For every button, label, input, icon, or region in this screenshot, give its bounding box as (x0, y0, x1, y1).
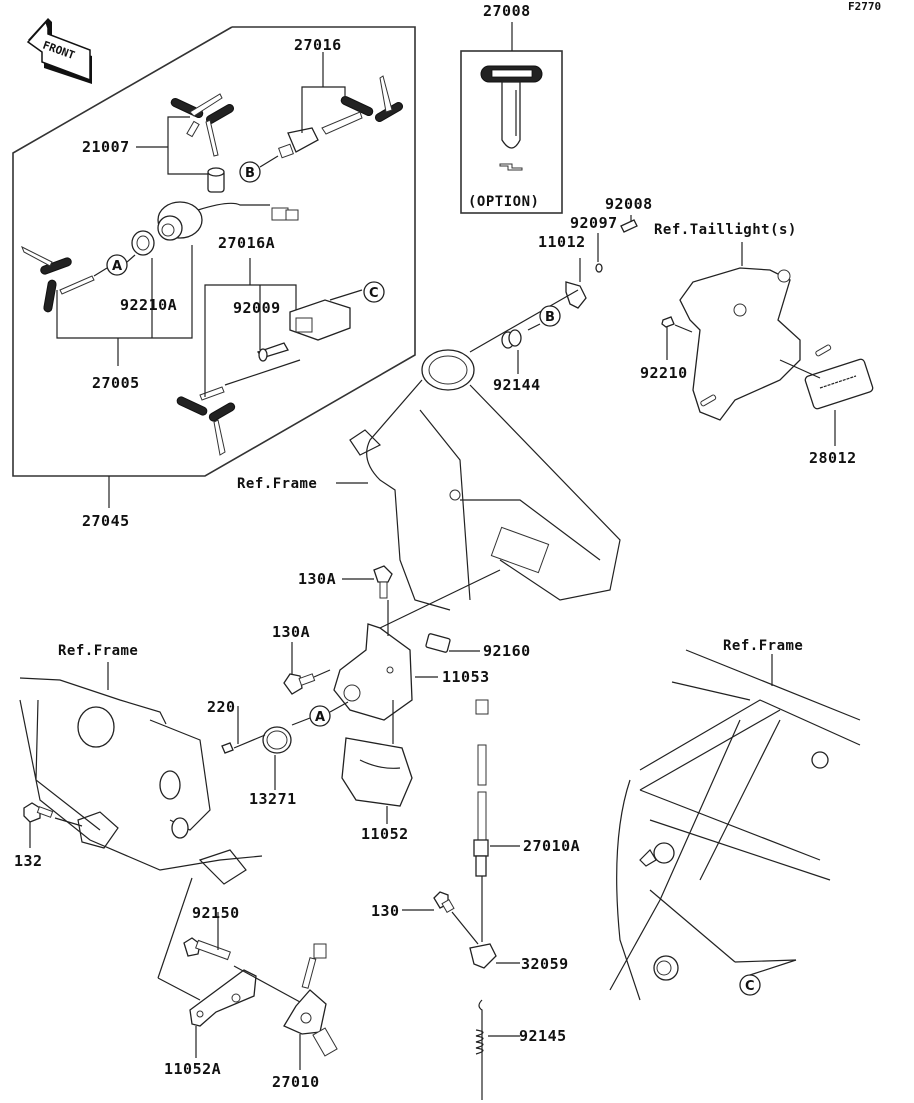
part-label-32059: 32059 (521, 955, 569, 973)
figure-code: F2770 (848, 0, 881, 13)
ref-taillights-label: Ref.Taillight(s) (654, 222, 797, 238)
option-key-27008 (480, 65, 543, 171)
svg-text:C: C (745, 979, 755, 994)
nut-92210A (131, 230, 155, 256)
part-label-21007: 21007 (82, 138, 130, 156)
bracket-11053 (333, 623, 413, 721)
part-label-92210A: 92210A (120, 296, 177, 314)
gasket-13271 (262, 726, 292, 754)
part-label-11012: 11012 (538, 233, 586, 251)
part-label-27045: 27045 (82, 512, 130, 530)
key-pair-21007 (170, 93, 235, 157)
frame-head-center (349, 349, 621, 629)
part-label-28012: 28012 (809, 449, 857, 467)
part-label-11052A: 11052A (164, 1060, 221, 1078)
part-label-132: 132 (14, 852, 43, 870)
callout-c-bottom: C (739, 974, 761, 996)
svg-text:A: A (112, 259, 122, 274)
ref-frame-left-label: Ref.Frame (58, 643, 138, 659)
part-label-130A-side: 130A (272, 623, 310, 641)
part-label-92097: 92097 (570, 214, 618, 232)
spring-92144 (501, 329, 522, 349)
ref-frame-center-label: Ref.Frame (237, 476, 317, 492)
part-label-92150: 92150 (192, 904, 240, 922)
front-direction-arrow-icon: FRONT (26, 18, 92, 84)
lock-cylinder-21007 (207, 167, 225, 193)
nut-92210 (661, 316, 675, 328)
clip-32059 (469, 943, 497, 969)
connector-27016A (289, 299, 351, 341)
callout-c-top: C (363, 281, 385, 303)
ref-frame-right-label: Ref.Frame (723, 638, 803, 654)
bolt-132 (23, 802, 54, 823)
part-label-92144: 92144 (493, 376, 541, 394)
key-pair-27016 (321, 75, 404, 135)
bracket-11052A (189, 969, 257, 1027)
part-label-13271: 13271 (249, 790, 297, 808)
callout-a-bottom: A (309, 705, 331, 727)
seat-lock-27016 (278, 127, 319, 159)
plate-11012 (565, 281, 587, 309)
callout-a-top: A (106, 254, 128, 276)
part-label-130: 130 (371, 902, 400, 920)
part-label-92160: 92160 (483, 642, 531, 660)
washer-92097 (595, 263, 603, 273)
part-label-92145: 92145 (519, 1027, 567, 1045)
kit-box-27045 (12, 26, 416, 477)
pad-92160 (425, 633, 451, 653)
part-label-27010A: 27010A (523, 837, 580, 855)
part-label-92009: 92009 (233, 299, 281, 317)
ignition-switch-27016A (157, 201, 299, 241)
spring-92145 (475, 999, 484, 1100)
part-label-220: 220 (207, 698, 236, 716)
part-label-92008: 92008 (605, 195, 653, 213)
part-label-27016: 27016 (294, 36, 342, 54)
frame-right (609, 649, 861, 1001)
part-label-130A-top: 130A (298, 570, 336, 588)
clamp-11052 (341, 737, 413, 807)
reflector-28012 (804, 358, 874, 410)
part-label-11052: 11052 (361, 825, 409, 843)
frame-left (19, 677, 263, 885)
svg-text:B: B (245, 166, 255, 181)
taillight-bracket (679, 267, 832, 421)
option-note: (OPTION) (468, 194, 539, 210)
sensor-27010A (473, 699, 489, 877)
svg-text:B: B (545, 310, 555, 325)
part-label-27016A: 27016A (218, 234, 275, 252)
callout-b-top: B (239, 161, 261, 183)
key-pair-27016A (176, 386, 236, 456)
part-label-27005: 27005 (92, 374, 140, 392)
callout-b-bottom: B (539, 305, 561, 327)
part-label-27010: 27010 (272, 1073, 320, 1091)
bolt-92150 (183, 937, 231, 961)
bolt-130 (433, 891, 455, 914)
svg-text:C: C (369, 286, 379, 301)
screw-220 (221, 742, 234, 754)
screw-92009 (256, 342, 289, 362)
part-label-92210: 92210 (640, 364, 688, 382)
part-label-27008: 27008 (483, 2, 531, 20)
screw-92008 (620, 219, 638, 233)
bracket-27005 (56, 245, 193, 339)
bolt-130A-top (373, 565, 393, 599)
key-pair-27005 (21, 245, 95, 313)
svg-text:A: A (315, 710, 325, 725)
switch-27010 (283, 943, 338, 1057)
bolt-130A-side (283, 673, 316, 695)
part-label-11053: 11053 (442, 668, 490, 686)
